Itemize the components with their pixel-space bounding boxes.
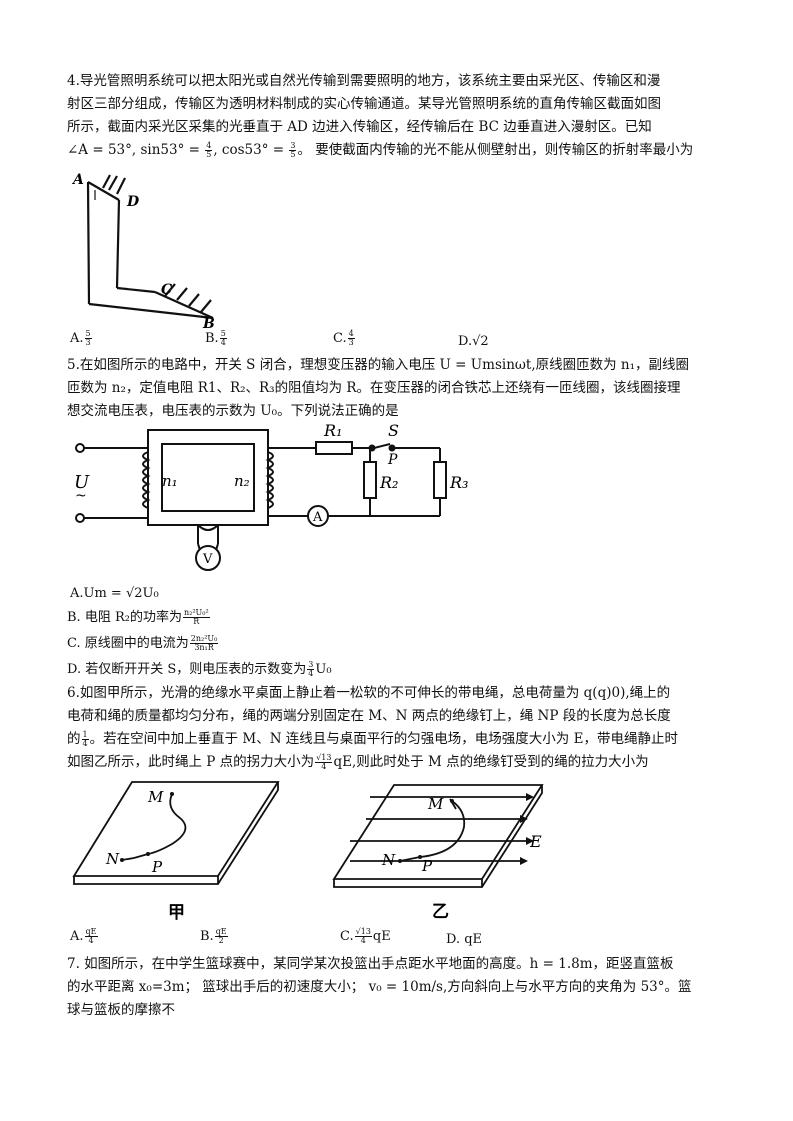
label-B: B (202, 316, 215, 332)
q6-text: 6.如图甲所示，光滑的绝缘水平桌面上静止着一松软的不可伸长的带电绳，总电荷量为 … (67, 682, 727, 774)
label-S: S (388, 421, 399, 440)
q6-line3b: 。若在空间中加上垂直于 M、N 连线且与桌面平行的匀强电场，电场强度大小为 E，… (89, 731, 678, 747)
label-R2: R₂ (379, 473, 398, 492)
q5-line3: 想交流电压表，电压表的示数为 U₀。下列说法正确的是 (67, 403, 399, 419)
q5-option-a[interactable]: A.Um = √2U₀ (70, 586, 159, 601)
label-N-yi: N (381, 851, 396, 869)
label-n1: n₁ (162, 472, 178, 490)
q4-line4c: 。 要使截面内传输的光不能从侧壁射出，则传输区的折射率最小为 (297, 142, 694, 158)
label-D: D (126, 194, 140, 210)
q7-line3: 球与篮板的摩擦不 (67, 1002, 175, 1018)
q5-line2: 匝数为 n₂，定值电阻 R1、R₂、R₃的阻值均为 R。在变压器的闭合铁芯上还绕… (67, 380, 681, 396)
q6-option-d[interactable]: D. qE (446, 932, 483, 947)
ammeter-icon: A (312, 510, 323, 525)
voltmeter-icon: V (202, 552, 213, 567)
label-C: C (161, 282, 172, 298)
q5-line1: 5.在如图所示的电路中，开关 S 闭合，理想变压器的输入电压 U = Umsin… (67, 357, 690, 373)
q6-line4b: qE,则此时处于 M 点的绝缘钉受到的绳的拉力大小为 (333, 754, 649, 770)
label-P: P (387, 452, 398, 468)
q7-line1: 7. 如图所示，在中学生篮球赛中，某同学某次投篮出手点距水平地面的高度。h = … (67, 956, 674, 972)
label-R3: R₃ (449, 473, 468, 492)
light-pipe-figure: A D C B (71, 172, 215, 332)
label-P-jia: P (151, 858, 163, 876)
label-A: A (71, 172, 84, 188)
q6-line4a: 如图乙所示，此时绳上 P 点的拐力大小为 (67, 754, 315, 770)
q4-line1: 4.导光管照明系统可以把太阳光或自然光传输到需要照明的地方，该系统主要由采光区、… (67, 73, 661, 89)
label-E: E (529, 832, 542, 851)
q4-line3: 所示，截面内采光区采集的光垂直于 AD 边进入传输区，经传输后在 BC 边垂直进… (67, 119, 652, 135)
label-M-yi: M (427, 795, 444, 813)
q4-line4b: , cos53° = (213, 142, 289, 158)
q4-option-d[interactable]: D.√2 (458, 334, 489, 349)
label-n2: n₂ (234, 472, 250, 490)
q6-line1: 6.如图甲所示，光滑的绝缘水平桌面上静止着一松软的不可伸长的带电绳，总电荷量为 … (67, 685, 671, 701)
tilde-icon: ~ (75, 488, 87, 504)
q4-line4a: ∠A = 53°, sin53° = (67, 142, 205, 158)
label-N-jia: N (105, 850, 120, 868)
transformer-circuit-figure: U ~ n₁ n₂ R₁ S P R₂ R₃ A V (74, 421, 468, 571)
caption-yi: 乙 (432, 902, 449, 922)
q4-text: 4.导光管照明系统可以把太阳光或自然光传输到需要照明的地方，该系统主要由采光区、… (67, 70, 727, 162)
label-R1: R₁ (323, 421, 342, 440)
label-P-yi: P (421, 857, 433, 875)
q6-line2: 电荷和绳的质量都均匀分布，绳的两端分别固定在 M、N 两点的绝缘钉上，绳 NP … (67, 708, 671, 724)
caption-jia: 甲 (168, 903, 185, 923)
rope-figure-jia: M N P 甲 (72, 781, 280, 923)
rope-figure-yi: M N P E 乙 (332, 784, 544, 922)
q5-text: 5.在如图所示的电路中，开关 S 闭合，理想变压器的输入电压 U = Umsin… (67, 354, 727, 423)
q6-line3a: 的 (67, 731, 81, 747)
q7-line2: 的水平距离 x₀=3m； 篮球出手后的初速度大小； v₀ = 10m/s,方向斜… (67, 979, 692, 995)
q7-text: 7. 如图所示，在中学生篮球赛中，某同学某次投篮出手点距水平地面的高度。h = … (67, 953, 727, 1022)
label-M-jia: M (147, 788, 164, 806)
q4-line2: 射区三部分组成，传输区为透明材料制成的实心传输通道。某导光管照明系统的直角传输区… (67, 96, 661, 112)
label-U: U (74, 472, 90, 493)
